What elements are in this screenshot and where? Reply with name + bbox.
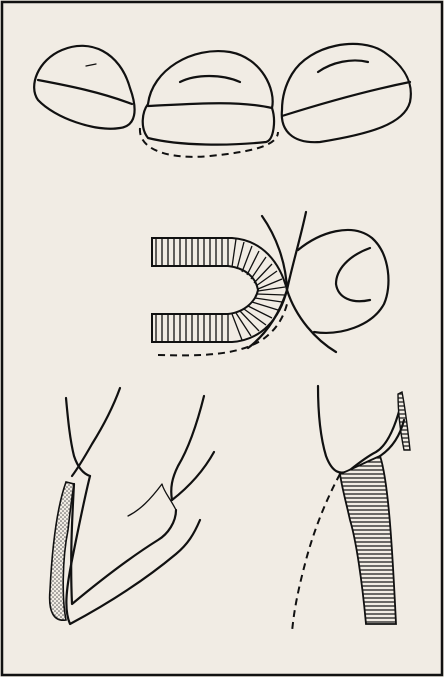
adjacent-tooth-outline (298, 230, 388, 333)
panel-cross-section (152, 212, 388, 355)
stippled-region (50, 482, 74, 620)
panel-longitudinal-sections (50, 386, 410, 632)
left-section (50, 388, 214, 624)
hatched-wedge (340, 456, 396, 624)
dashed-outline-right (292, 474, 340, 632)
tooth-right (282, 44, 411, 142)
right-section (292, 386, 410, 632)
panel-occlusal-teeth (34, 44, 411, 157)
tooth-left (34, 46, 134, 129)
tooth-middle (140, 51, 278, 157)
adjacent-tooth-groove (336, 248, 370, 301)
